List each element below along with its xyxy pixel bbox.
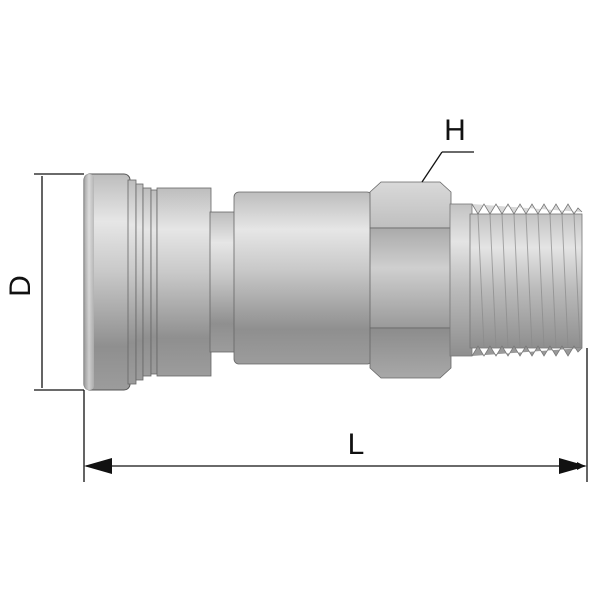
l-arrow-right (559, 458, 587, 474)
threaded-end (469, 203, 583, 357)
hex-nut (369, 181, 452, 379)
dimension-d (34, 173, 84, 391)
thread-shoulder (449, 203, 473, 357)
flange-face (83, 173, 131, 391)
neck-section (209, 211, 237, 353)
dimension-l-label: L (348, 428, 365, 461)
dimension-h-label: H (444, 114, 466, 147)
dimension-d-label: D (4, 275, 37, 297)
l-arrow-left (84, 458, 112, 474)
flange-grooves (127, 179, 158, 385)
dimension-l (83, 348, 588, 482)
sleeve-section (233, 191, 373, 365)
body-section (156, 187, 212, 377)
dimension-h-leader (421, 151, 474, 183)
